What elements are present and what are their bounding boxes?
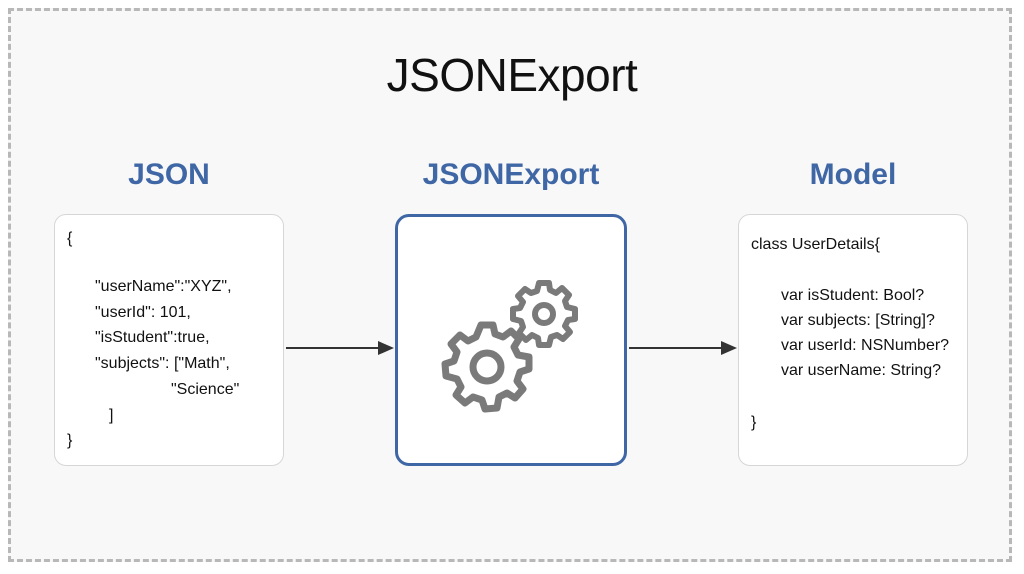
json-code-line: ] xyxy=(109,407,114,424)
model-column-title: Model xyxy=(809,158,897,191)
json-code-line: "userName":"XYZ", xyxy=(95,278,232,295)
json-code-box: { "userName":"XYZ", "userId": 101, "isSt… xyxy=(54,214,284,466)
model-code-line: var userName: String? xyxy=(781,362,942,379)
json-code-line: "userId": 101, xyxy=(95,304,191,321)
arrow-right-icon xyxy=(286,341,394,355)
json-code-line: { xyxy=(67,230,73,247)
export-column-title: JSONExport xyxy=(422,158,600,191)
model-code-line: var userId: NSNumber? xyxy=(781,337,950,354)
model-code-box: class UserDetails{ var isStudent: Bool? … xyxy=(738,214,968,466)
model-code-line: class UserDetails{ xyxy=(751,236,880,253)
json-export-box xyxy=(395,214,627,466)
json-code-line: } xyxy=(67,432,73,449)
diagram-title: JSONExport xyxy=(386,49,638,101)
model-code-line: var isStudent: Bool? xyxy=(781,287,925,304)
json-code-line: "isStudent":true, xyxy=(95,329,210,346)
gears-icon xyxy=(441,280,578,413)
json-code-line: "subjects": ["Math", xyxy=(95,355,230,372)
json-column-title: JSON xyxy=(128,158,210,191)
model-code-line: var subjects: [String]? xyxy=(781,312,935,329)
model-code-line: } xyxy=(751,414,757,431)
json-code-line: "Science" xyxy=(171,381,240,398)
arrow-right-icon xyxy=(629,341,737,355)
